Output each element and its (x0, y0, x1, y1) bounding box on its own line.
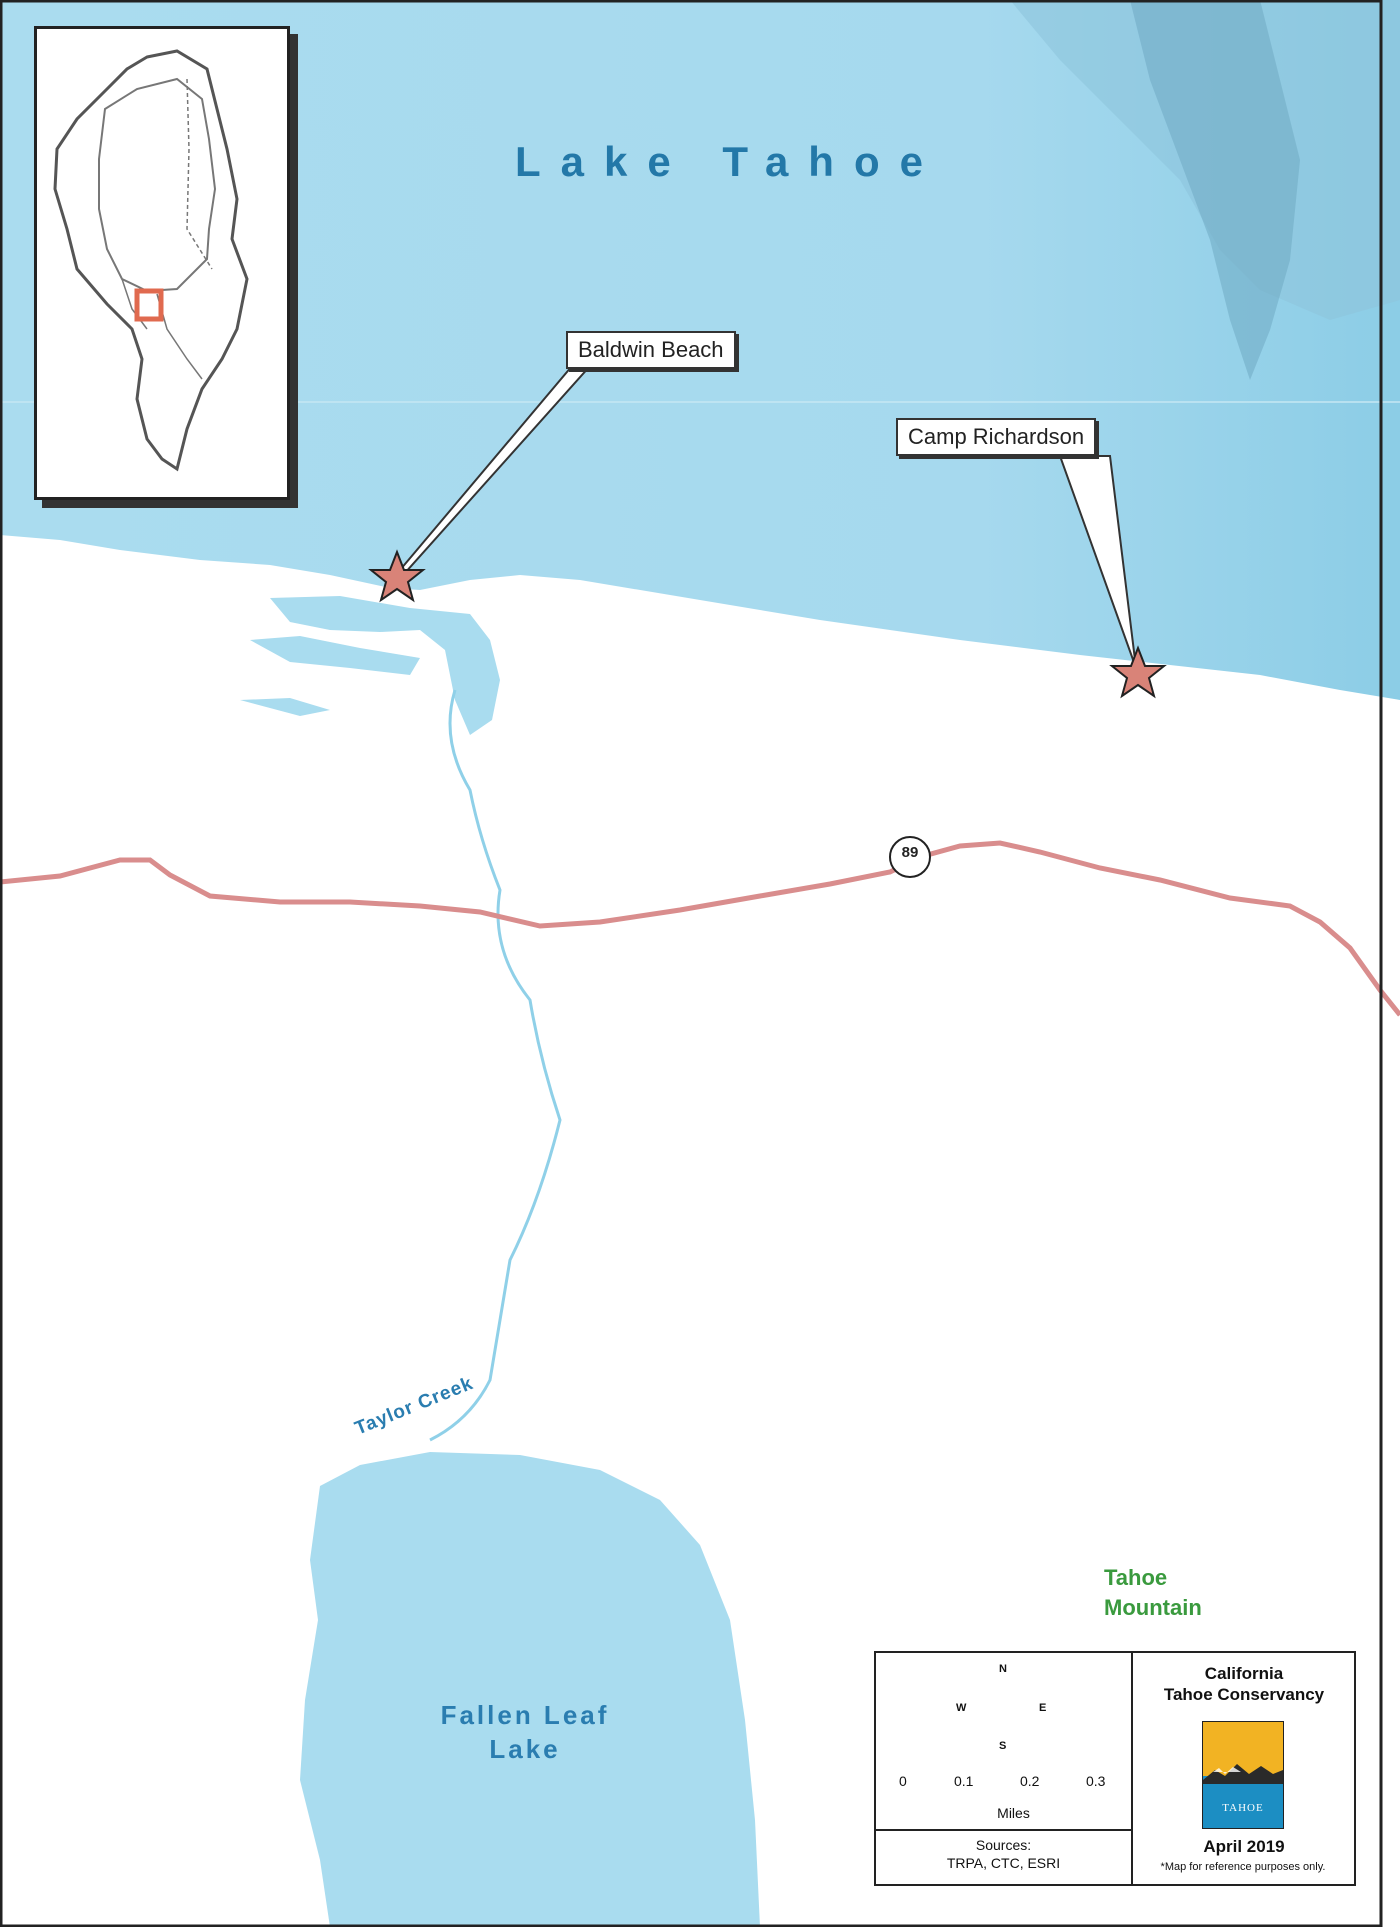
organization-name: California Tahoe Conservancy (1163, 1664, 1325, 1704)
baldwin-beach-callout[interactable]: Baldwin Beach (566, 331, 736, 369)
scale-tick-0: 0 (899, 1773, 907, 1789)
compass-w: W (956, 1702, 967, 1714)
relief-ridge (1130, 0, 1300, 380)
conservancy-logo: TAHOE (1202, 1721, 1284, 1829)
camp-richardson-callout[interactable]: Camp Richardson (896, 418, 1097, 456)
scale-units: Miles (997, 1805, 1030, 1821)
baldwin-beach-text: Baldwin Beach (578, 337, 724, 362)
marsh-channel (270, 596, 500, 735)
marsh-channel-3 (240, 698, 330, 716)
tahoe-mountain-label: Tahoe Mountain (1104, 1565, 1202, 1620)
compass-e: E (1039, 1702, 1047, 1714)
camp-richardson-text: Camp Richardson (908, 424, 1085, 449)
legend-divider (876, 1829, 1131, 1831)
camp-richardson-star[interactable] (1109, 645, 1167, 699)
baldwin-beach-star[interactable] (368, 549, 426, 603)
scale-tick-2: 0.2 (1020, 1773, 1040, 1789)
inset-locator-map (34, 26, 290, 500)
taylor-creek (429, 689, 562, 1442)
logo-mountain-icon (1203, 1764, 1283, 1784)
sources-text: TRPA, CTC, ESRI (946, 1855, 1061, 1871)
highway-89-number: 89 (901, 844, 919, 861)
compass-n: N (999, 1663, 1007, 1675)
fallen-leaf-lake-label: Fallen Leaf Lake (440, 1700, 610, 1764)
lake-tahoe-label: Lake Tahoe (515, 138, 943, 185)
marsh-channel-2 (250, 636, 420, 675)
compass-s: S (999, 1740, 1007, 1752)
fallen-leaf-lake-water (300, 1452, 760, 1927)
legend-box: N S E W 0 0.1 0.2 0.3 Miles Sources: TRP… (874, 1651, 1356, 1886)
disclaimer: *Map for reference purposes only. (1160, 1861, 1326, 1873)
sources-heading: Sources: (975, 1837, 1032, 1853)
inset-location-marker (134, 288, 164, 322)
scale-tick-3: 0.3 (1086, 1773, 1106, 1789)
map-date: April 2019 (1203, 1837, 1285, 1856)
legend-scale-panel (876, 1653, 1133, 1884)
camp-richardson-leader (1058, 455, 1137, 669)
highway-89 (0, 840, 1400, 1017)
inset-basin-outline (53, 49, 249, 472)
highway-89-shield[interactable] (889, 836, 931, 878)
logo-text: TAHOE (1222, 1802, 1264, 1814)
scale-tick-1: 0.1 (954, 1773, 974, 1789)
